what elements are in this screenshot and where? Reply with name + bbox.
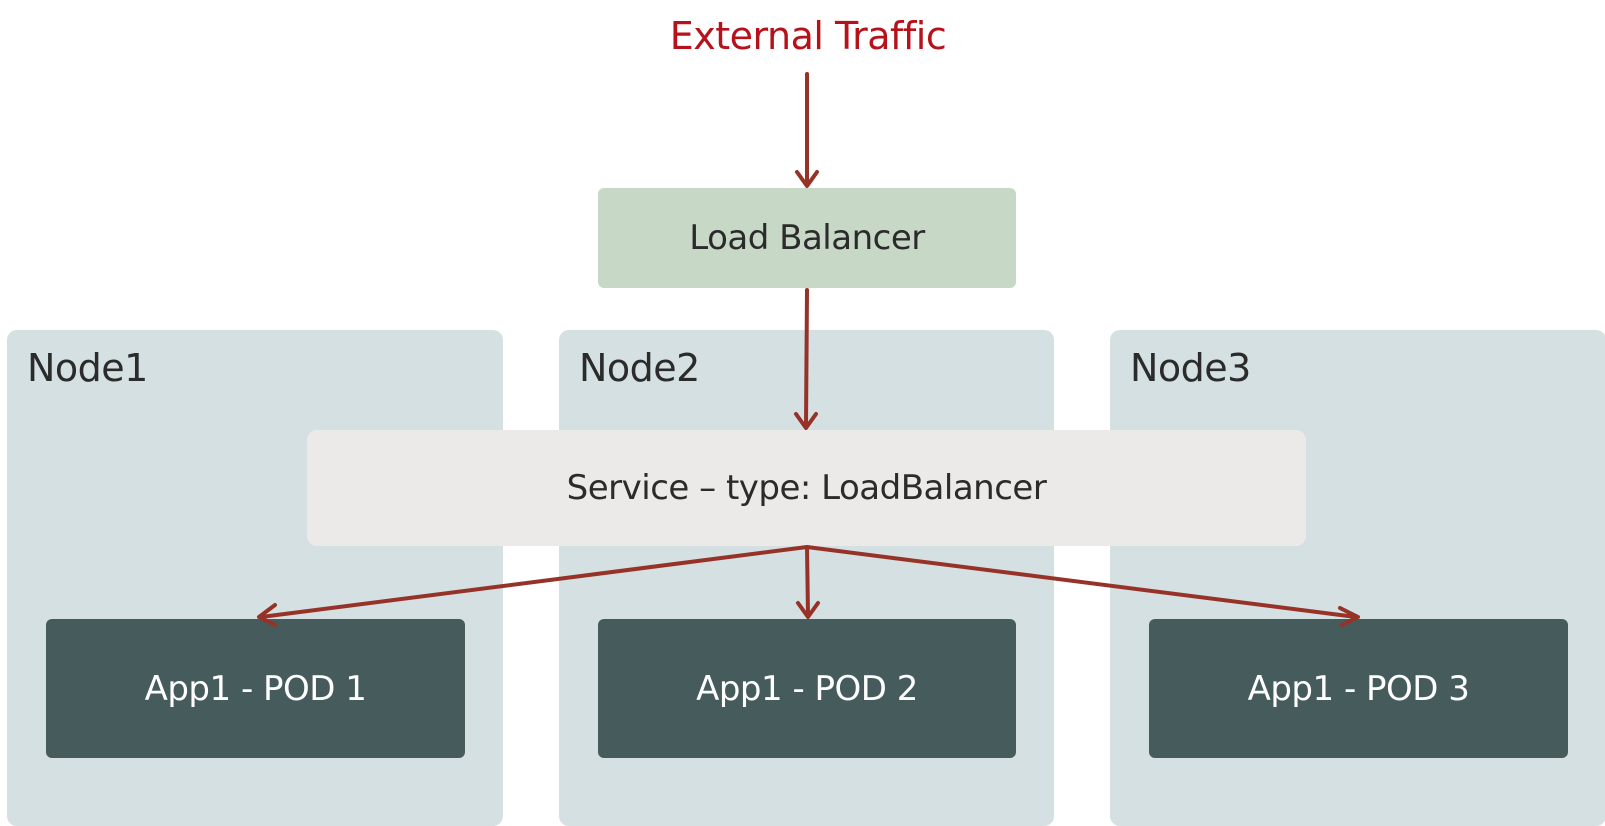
service-box: Service – type: LoadBalancer [307,430,1306,546]
pod-2-label: App1 - POD 2 [696,668,918,709]
load-balancer-label: Load Balancer [689,218,925,258]
node-1-label: Node1 [27,346,148,390]
pod-1-box: App1 - POD 1 [46,619,465,758]
load-balancer-box: Load Balancer [598,188,1016,288]
pod-3-box: App1 - POD 3 [1149,619,1568,758]
service-label: Service – type: LoadBalancer [566,468,1047,508]
node-3-label: Node3 [1130,346,1251,390]
arrow-traffic-to-lb [795,72,819,188]
pod-3-label: App1 - POD 3 [1247,668,1470,709]
external-traffic-label: External Traffic [669,14,947,58]
pod-1-label: App1 - POD 1 [144,668,367,709]
pod-2-box: App1 - POD 2 [598,619,1016,758]
node-2-label: Node2 [579,346,700,390]
